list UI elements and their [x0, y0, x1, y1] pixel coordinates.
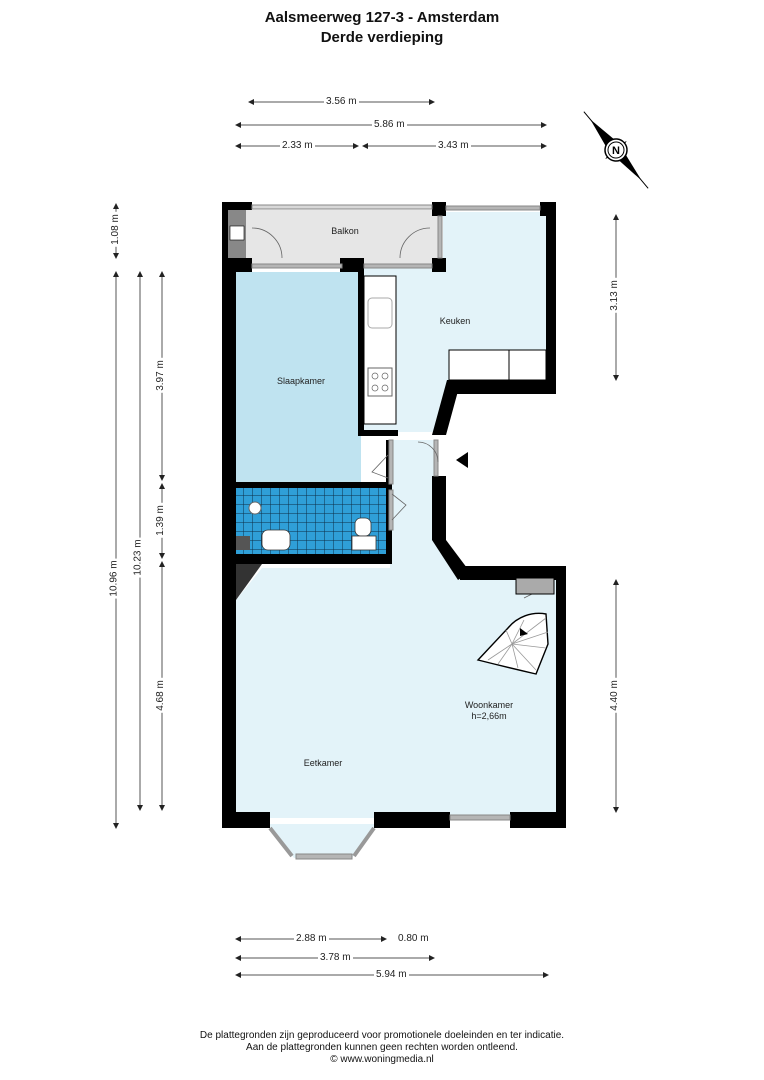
dim-bottom-3-78: 3.78 m — [318, 952, 353, 963]
dim-right-3-13: 3.13 m — [608, 278, 620, 313]
dim-left-1-08: 1.08 m — [109, 212, 121, 247]
sink-icon — [367, 297, 393, 329]
dim-left-3-97: 3.97 m — [154, 358, 166, 393]
disclaimer: De plattegronden zijn geproduceerd voor … — [0, 1030, 764, 1066]
stove-burners-icon — [371, 372, 389, 392]
copyright: © www.woningmedia.nl — [330, 1054, 434, 1065]
staircase-icon — [476, 612, 549, 675]
dim-left-1-39: 1.39 m — [154, 503, 166, 538]
room-label-slaapkamer: Slaapkamer — [276, 376, 326, 386]
dim-left-4-68: 4.68 m — [154, 678, 166, 713]
dim-left-10-96: 10.96 m — [108, 558, 120, 599]
room-fills — [236, 210, 556, 858]
walls — [222, 202, 566, 828]
bay-area — [268, 824, 376, 858]
entrance-arrow-icon — [456, 452, 468, 468]
room-ceiling-height: h=2,66m — [471, 711, 507, 721]
dim-top-2-33: 2.33 m — [280, 140, 315, 151]
room-label-keuken: Keuken — [439, 316, 471, 326]
svg-text:N: N — [612, 145, 620, 157]
dim-top-3-56: 3.56 m — [324, 96, 359, 107]
washer-icon — [229, 225, 245, 241]
bedroom-area — [236, 272, 361, 482]
windows — [251, 204, 541, 860]
room-label-eetkamer: Eetkamer — [303, 758, 343, 768]
meter-cupboard — [515, 577, 555, 595]
toilet-tank-icon — [351, 535, 377, 551]
dim-top-3-43: 3.43 m — [436, 140, 471, 151]
dim-left-10-23: 10.23 m — [132, 537, 144, 578]
disclaimer-line-2: Aan de plattegronden kunnen geen rechten… — [246, 1042, 518, 1053]
dim-bottom-5-94: 5.94 m — [374, 969, 409, 980]
room-label-balkon: Balkon — [331, 226, 359, 236]
toilet-icon — [354, 517, 372, 537]
dim-bottom-2-88: 2.88 m — [294, 933, 329, 944]
room-label-woonkamer: Woonkamer — [464, 700, 514, 710]
dim-bottom-0-80: 0.80 m — [396, 933, 431, 944]
kitchen-cabinet — [448, 349, 510, 381]
living-area — [236, 440, 556, 818]
balcony-area — [244, 210, 440, 266]
north-arrow-icon: N — [583, 111, 649, 189]
disclaimer-line-1: De plattegronden zijn geproduceerd voor … — [199, 1030, 565, 1041]
washbasin-icon — [261, 529, 291, 551]
kitchen-cabinet — [508, 349, 547, 381]
plan-title: Aalsmeerweg 127-3 - Amsterdam — [264, 9, 500, 26]
floor-subtitle: Derde verdieping — [320, 29, 444, 46]
dim-top-5-86: 5.86 m — [372, 119, 407, 130]
stove-icon — [367, 367, 393, 397]
dim-right-4-40: 4.40 m — [608, 678, 620, 713]
shower-drain-icon — [248, 501, 262, 515]
